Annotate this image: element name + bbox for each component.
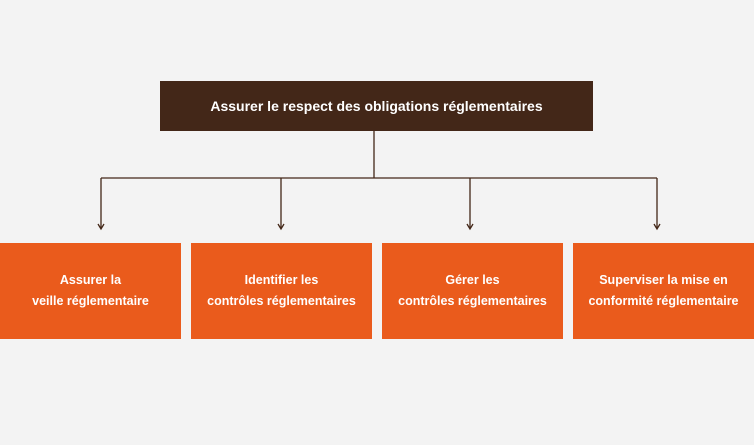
child-node-label-line1: Superviser la mise en xyxy=(599,273,728,287)
child-node-label-line1: Identifier les xyxy=(244,273,319,287)
child-node-gerer: Gérer les contrôles réglementaires xyxy=(382,243,563,339)
arrowhead-4 xyxy=(653,223,661,231)
child-node-identifier: Identifier les contrôles réglementaires xyxy=(191,243,372,339)
root-node: Assurer le respect des obligations régle… xyxy=(160,81,593,131)
child-node-label-line1: Gérer les xyxy=(445,273,500,287)
child-node-label-line2: veille réglementaire xyxy=(32,294,149,308)
child-node-label-line2: contrôles réglementaires xyxy=(398,294,547,308)
arrowhead-3 xyxy=(466,223,474,231)
child-node-label-line2: contrôles réglementaires xyxy=(207,294,356,308)
root-node-label: Assurer le respect des obligations régle… xyxy=(210,98,543,114)
child-node-superviser: Superviser la mise en conformité régleme… xyxy=(573,243,754,339)
child-node-label-line1: Assurer la xyxy=(59,273,122,287)
child-node-label-line2: conformité réglementaire xyxy=(588,294,739,308)
arrowhead-2 xyxy=(277,223,285,231)
child-node-veille: Assurer la veille réglementaire xyxy=(0,243,181,339)
arrowhead-1 xyxy=(97,223,105,231)
